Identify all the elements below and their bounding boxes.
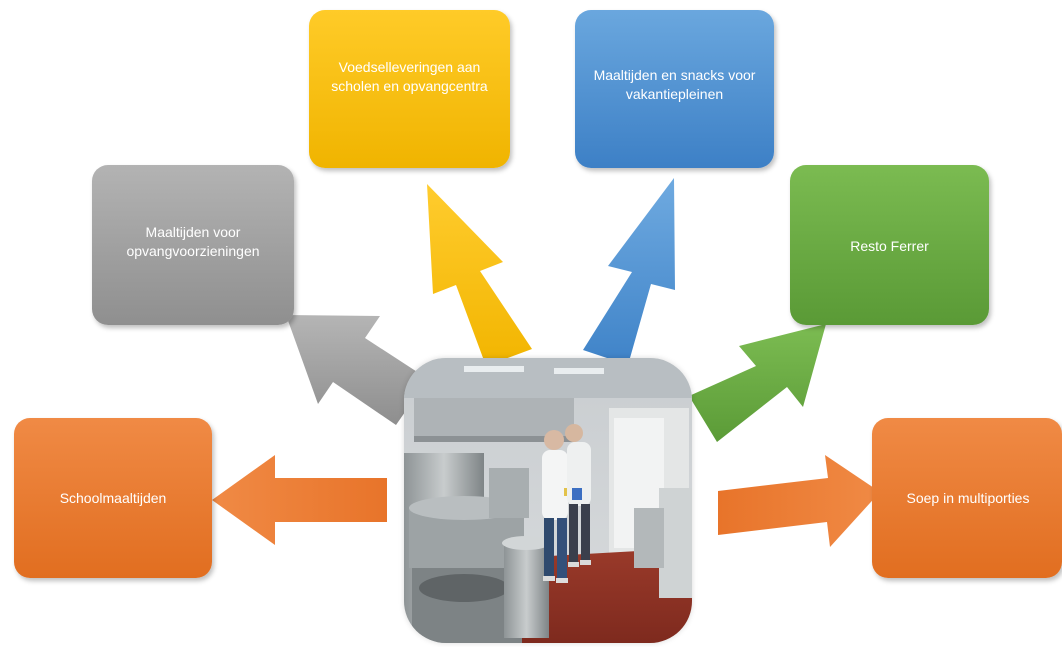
kitchen-photo xyxy=(404,358,692,643)
node-resto-ferrer-label: Resto Ferrer xyxy=(850,238,929,254)
node-soep-label: Soep in multiporties xyxy=(906,489,1030,506)
arrow-to-opvangvoorzieningen xyxy=(286,315,428,425)
node-resto-ferrer[interactable]: Resto Ferrer xyxy=(790,165,989,325)
arrow-to-resto-ferrer xyxy=(689,324,826,442)
node-vakantiepleinen[interactable]: Maaltijden en snacks voor vakantiepleine… xyxy=(575,10,774,168)
node-schoolmaaltijden-label: Schoolmaaltijden xyxy=(59,489,167,506)
node-vakantiepleinen-label: Maaltijden en snacks voor vakantiepleine… xyxy=(593,67,756,102)
node-voedselleveringen-label: Voedselleveringen aan scholen en opvangc… xyxy=(331,59,488,94)
node-opvangvoorzieningen[interactable]: Maaltijden voor opvangvoorzieningen xyxy=(92,165,294,325)
arrow-to-schoolmaaltijden xyxy=(212,455,387,545)
node-soep[interactable]: Soep in multiporties xyxy=(872,418,1062,578)
arrow-to-voedselleveringen xyxy=(427,184,532,366)
node-opvangvoorzieningen-label: Maaltijden voor opvangvoorzieningen xyxy=(126,224,260,259)
node-voedselleveringen[interactable]: Voedselleveringen aan scholen en opvangc… xyxy=(309,10,510,168)
node-schoolmaaltijden[interactable]: Schoolmaaltijden xyxy=(14,418,212,578)
arrow-to-vakantiepleinen xyxy=(583,178,675,365)
arrow-to-soep xyxy=(718,455,880,547)
